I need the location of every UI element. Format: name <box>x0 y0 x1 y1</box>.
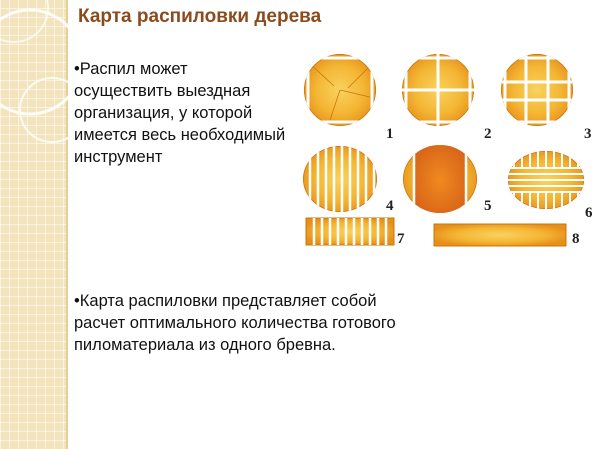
label-4: 4 <box>386 198 394 214</box>
decorative-divider <box>66 0 68 449</box>
slide-title: Карта распиловки дерева <box>78 6 322 27</box>
bullet-text: •Карта распиловки представляет собой рас… <box>74 292 396 354</box>
label-7: 7 <box>397 231 405 247</box>
pattern-1 <box>304 54 376 126</box>
label-6: 6 <box>585 205 593 221</box>
label-2: 2 <box>484 126 492 142</box>
pattern-6 <box>508 151 584 209</box>
label-3: 3 <box>584 126 592 142</box>
decorative-side-strip <box>0 0 66 449</box>
pattern-2 <box>402 54 474 126</box>
decorative-rings <box>0 0 85 143</box>
label-5: 5 <box>484 198 492 214</box>
sawing-patterns-diagram: 1 2 3 4 5 6 7 8 <box>303 54 593 247</box>
pattern-3 <box>501 54 573 126</box>
label-1: 1 <box>386 126 394 142</box>
pattern-8 <box>433 223 567 247</box>
pattern-5 <box>403 145 477 213</box>
label-8: 8 <box>572 231 580 247</box>
pattern-7 <box>305 217 395 246</box>
pattern-4 <box>303 146 377 212</box>
bullet-text: •Распил может осуществить выездная орган… <box>74 60 286 166</box>
